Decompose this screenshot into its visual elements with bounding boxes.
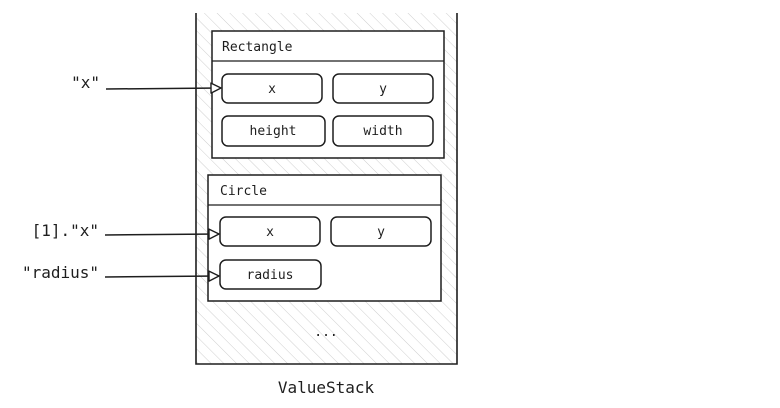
stack-caption: ValueStack: [278, 378, 375, 397]
pointer-circle-radius: "radius": [22, 263, 220, 282]
circle-field-y-label: y: [377, 225, 385, 240]
rectangle-field-y-label: y: [379, 82, 387, 97]
circle-field-y: [330, 216, 432, 247]
circle-field-x-label: x: [266, 225, 274, 240]
stack-outline: [195, 13, 458, 365]
rectangle-field-height-label: height: [250, 124, 297, 139]
circle-title: Circle: [220, 184, 267, 199]
rectangle-field-width-label: width: [363, 124, 402, 139]
pointer-rectangle-x: "x": [71, 73, 222, 94]
circle-field-radius-label: radius: [247, 268, 294, 283]
pointer-arrow: [105, 82, 222, 94]
circle-field-radius: [219, 259, 322, 290]
pointer-label: "radius": [22, 263, 99, 282]
circle-field-x: [219, 216, 321, 247]
rectangle-field-x-label: x: [268, 82, 276, 97]
rectangle-field-height: [221, 115, 326, 147]
pointer-label: [1]."x": [32, 221, 99, 240]
stack-ellipsis: ...: [314, 325, 337, 340]
rectangle-field-y: [332, 73, 434, 104]
rectangle-field-width: [332, 115, 434, 147]
rectangle-title: Rectangle: [222, 40, 293, 55]
struct-rectangle: Rectangle x y height width: [211, 30, 445, 159]
pointer-label: "x": [71, 73, 100, 92]
pointer-arrow: [104, 270, 220, 282]
pointer-arrow: [104, 228, 220, 240]
rectangle-field-x: [221, 73, 323, 104]
pointer-circle-x: [1]."x": [32, 221, 220, 240]
struct-circle: Circle x y radius: [207, 174, 442, 302]
